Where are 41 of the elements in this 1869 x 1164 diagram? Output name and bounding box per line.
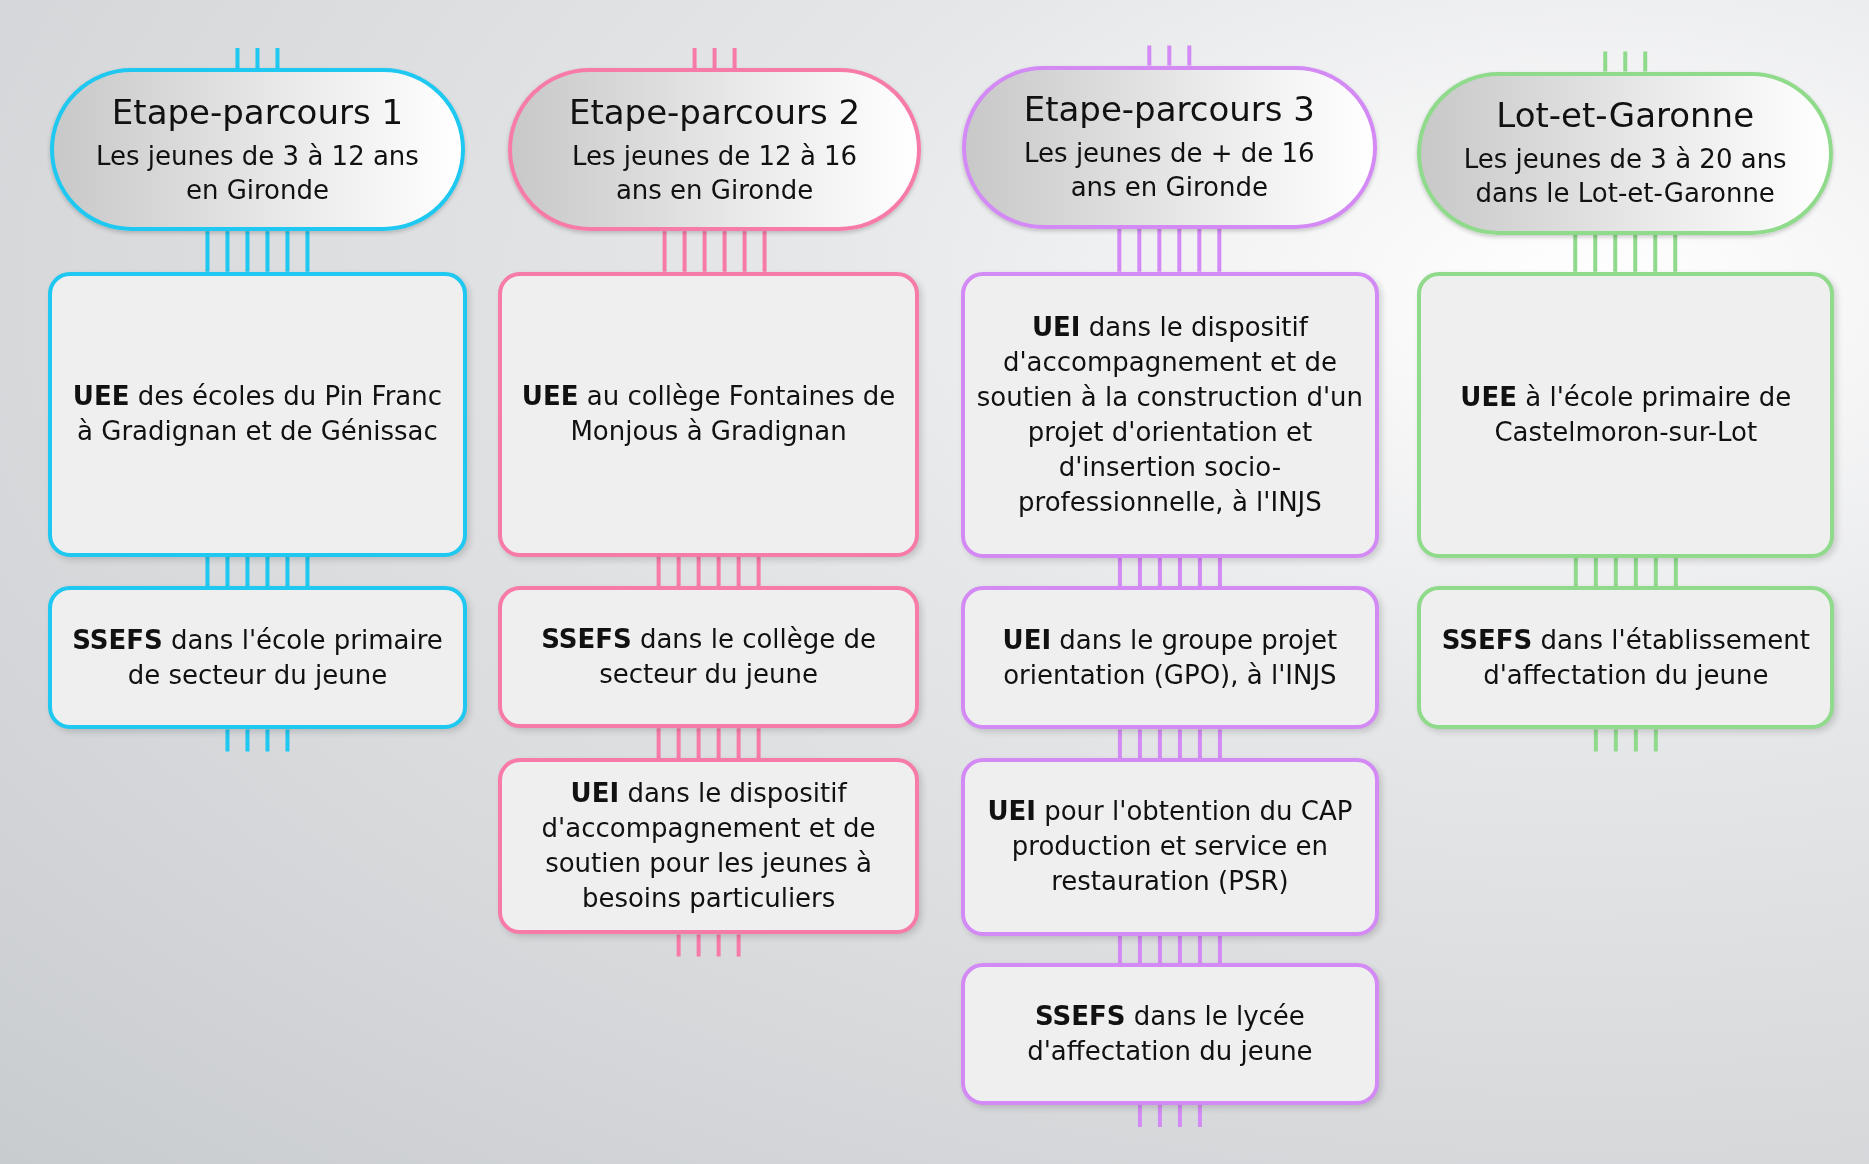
info-card xyxy=(960,758,1380,936)
column-title: Etape-parcours 2 xyxy=(568,91,861,132)
card-text: SSEFS dans le collège de secteur du jeune xyxy=(540,623,878,692)
info-card xyxy=(960,963,1380,1105)
connector-lines xyxy=(1573,555,1678,589)
connector-lines xyxy=(656,726,761,761)
info-card xyxy=(498,758,919,935)
info-card xyxy=(47,586,468,730)
column-title: Etape-parcours 1 xyxy=(111,91,404,132)
card-text: UEE à l'école primaire de Castelmoron-sur-Lot xyxy=(1459,380,1793,449)
info-card xyxy=(498,271,919,557)
card-text: UEE des écoles du Pin Franc à Gradignan et de Génissac xyxy=(71,380,444,449)
column-subtitle: Les jeunes de + de 16 ans en Gironde xyxy=(1023,137,1316,205)
card-text: UEI dans le dispositif d'accompagnement et de soutien à la construction d'un projet d'orientation et d'insertion socio-professionnelle, à l'INJS xyxy=(975,310,1365,519)
column-title: Etape-parcours 3 xyxy=(1023,89,1315,130)
connector-lines xyxy=(656,554,761,589)
column-title: Lot-et-Garonne xyxy=(1496,95,1755,136)
connector-lines xyxy=(205,229,310,274)
card-text: UEE au collège Fontaines de Monjous à Gradignan xyxy=(520,380,897,449)
card-text: UEI dans le groupe projet orientation (GPO), à l'INJS xyxy=(1001,623,1339,692)
info-card xyxy=(1417,586,1835,730)
column-subtitle: Les jeunes de 3 à 20 ans dans le Lot-et-Garonne xyxy=(1462,143,1788,211)
card-text: UEI dans le dispositif d'accompagnement et de soutien pour les jeunes à besoins particuliers xyxy=(540,777,877,916)
connector-lines xyxy=(1117,555,1222,589)
connector-lines xyxy=(1117,933,1222,966)
connector-lines xyxy=(1117,727,1222,761)
connector-lines xyxy=(662,229,767,274)
column-subtitle: Les jeunes de 3 à 12 ans en Gironde xyxy=(95,139,420,207)
connector-lines xyxy=(1573,232,1678,274)
info-card xyxy=(960,271,1380,558)
card-text: SSEFS dans le lycée d'affectation du jeune xyxy=(1026,999,1314,1068)
card-text: SSEFS dans l'école primaire de secteur du jeune xyxy=(71,623,444,692)
info-card xyxy=(1417,271,1835,558)
info-card xyxy=(47,271,468,557)
card-text: SSEFS dans l'établissement d'affectation du jeune xyxy=(1440,623,1811,692)
info-card xyxy=(498,586,919,729)
column-subtitle: Les jeunes de 12 à 16 ans en Gironde xyxy=(570,139,859,207)
connector-lines xyxy=(205,554,310,589)
info-card xyxy=(960,586,1380,730)
card-text: UEI pour l'obtention du CAP production et service en restauration (PSR) xyxy=(986,795,1354,899)
connector-lines xyxy=(1117,226,1222,274)
